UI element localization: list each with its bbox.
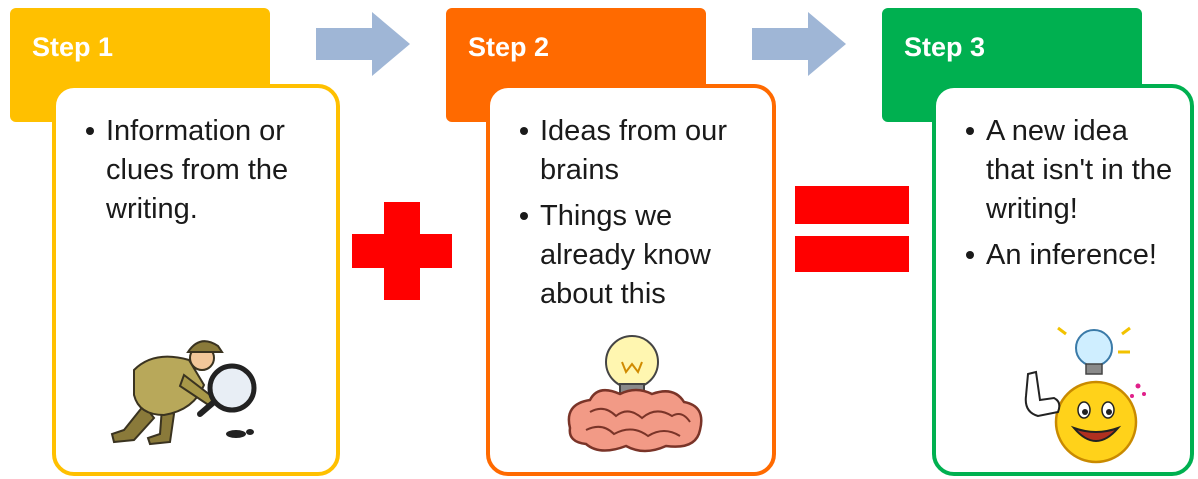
right-arrow-icon [316, 12, 410, 76]
step-2-bullets: Ideas from our brains Things we already … [518, 112, 766, 321]
list-item: Information or clues from the writing. [84, 112, 324, 229]
step-1-label: Step 1 [32, 32, 114, 62]
detective-magnifying-glass-icon [110, 340, 257, 446]
list-item: Things we already know about this [518, 197, 766, 314]
list-item: A new idea that isn't in the writing! [964, 112, 1178, 229]
smiley-lightbulb-icon [1024, 326, 1146, 464]
right-arrow-icon [752, 12, 846, 76]
step-2-label: Step 2 [468, 32, 550, 62]
list-item: Ideas from our brains [518, 112, 766, 190]
list-item: An inference! [964, 236, 1178, 275]
step-3-bullets: A new idea that isn't in the writing! An… [964, 112, 1178, 282]
step-3-label: Step 3 [904, 32, 986, 62]
step-1-bullets: Information or clues from the writing. [84, 112, 324, 236]
step-1-card [52, 84, 340, 476]
lightbulb-brain-icon [567, 335, 703, 453]
